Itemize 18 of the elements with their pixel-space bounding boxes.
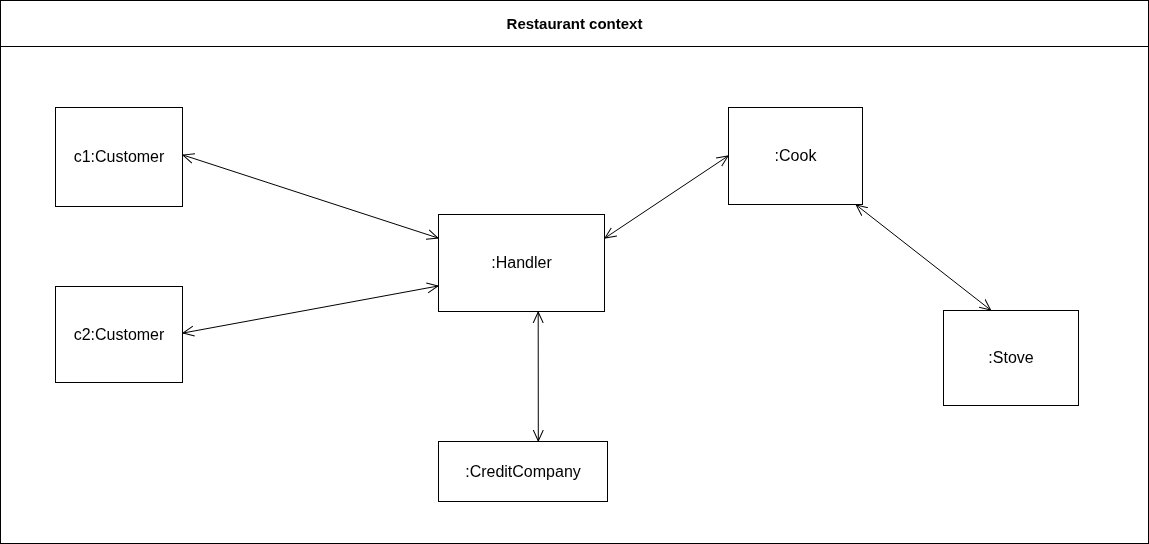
object-box bbox=[728, 107, 863, 205]
object-name: :Stove bbox=[988, 349, 1034, 367]
object-name: :Handler bbox=[491, 254, 552, 272]
object-name: :Cook bbox=[774, 147, 817, 165]
object-box bbox=[943, 310, 1079, 406]
association-arrow bbox=[182, 153, 439, 240]
object-box bbox=[438, 441, 608, 502]
object-box bbox=[55, 107, 183, 207]
association-arrow bbox=[182, 282, 439, 337]
object-name: c1:Customer bbox=[73, 148, 165, 166]
association-arrow bbox=[604, 155, 729, 239]
object-box bbox=[55, 286, 183, 383]
object-name: c2:Customer bbox=[73, 325, 165, 344]
association-arrow bbox=[855, 204, 992, 311]
object-box bbox=[438, 214, 605, 312]
frame-title: Restaurant context bbox=[505, 15, 644, 32]
association-arrow bbox=[532, 311, 544, 442]
object-name: :CreditCompany bbox=[465, 462, 581, 481]
